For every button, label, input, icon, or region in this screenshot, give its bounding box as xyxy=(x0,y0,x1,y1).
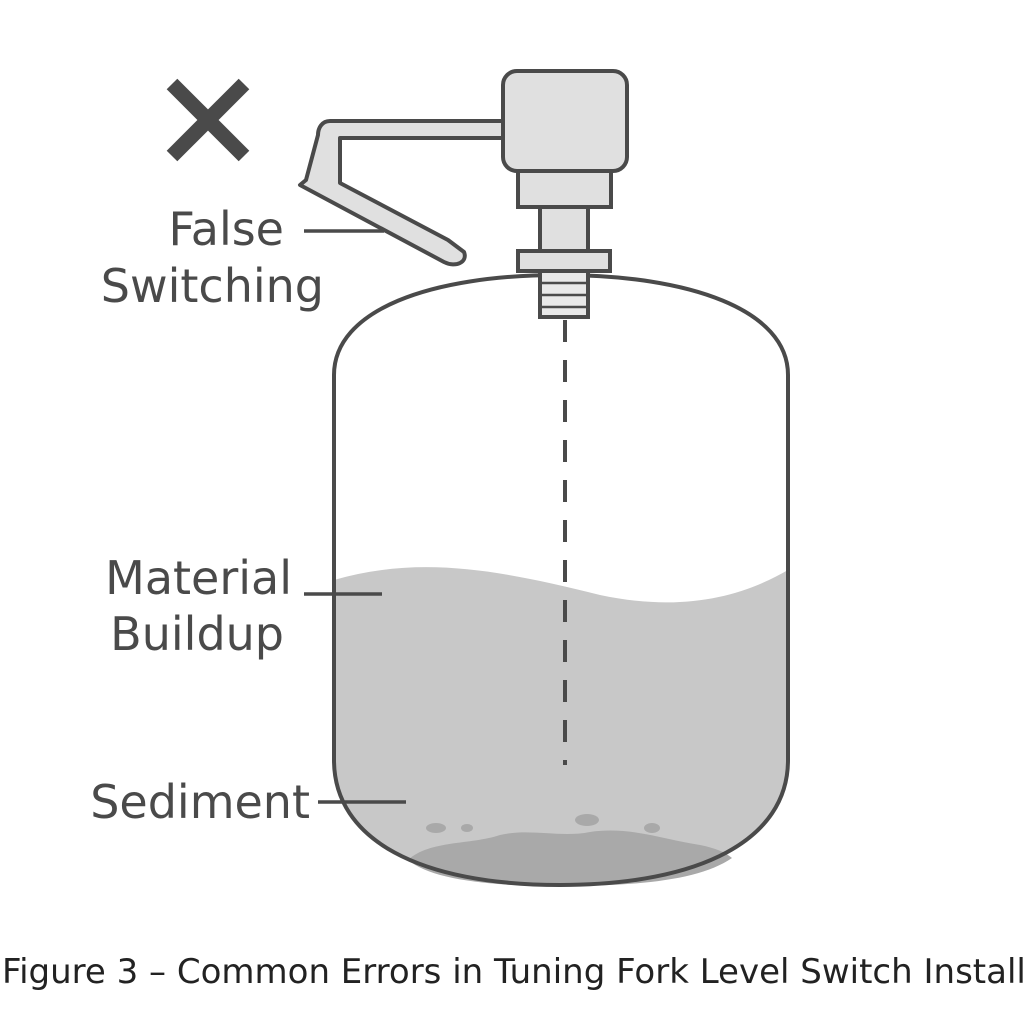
tank-outline xyxy=(332,272,790,888)
sediment-particles xyxy=(426,814,660,833)
switch-flange xyxy=(516,249,612,273)
material-buildup-label-line2: Buildup xyxy=(110,607,284,661)
sediment-fill xyxy=(408,830,732,886)
level-switch xyxy=(501,69,629,319)
figure-caption: Figure 3 – Common Errors in Tuning Fork … xyxy=(2,952,1024,992)
sediment-label: Sediment xyxy=(90,775,310,829)
x-mark-icon xyxy=(166,78,250,162)
material-fill xyxy=(334,567,788,885)
cable-arm xyxy=(298,119,505,267)
switch-housing xyxy=(501,69,629,173)
switch-neck xyxy=(516,169,613,209)
false-switching-label-line1: False xyxy=(169,202,284,256)
material-buildup-label-line1: Material xyxy=(105,551,292,605)
false-switching-label-line2: Switching xyxy=(101,259,324,313)
switch-stem xyxy=(538,205,590,253)
